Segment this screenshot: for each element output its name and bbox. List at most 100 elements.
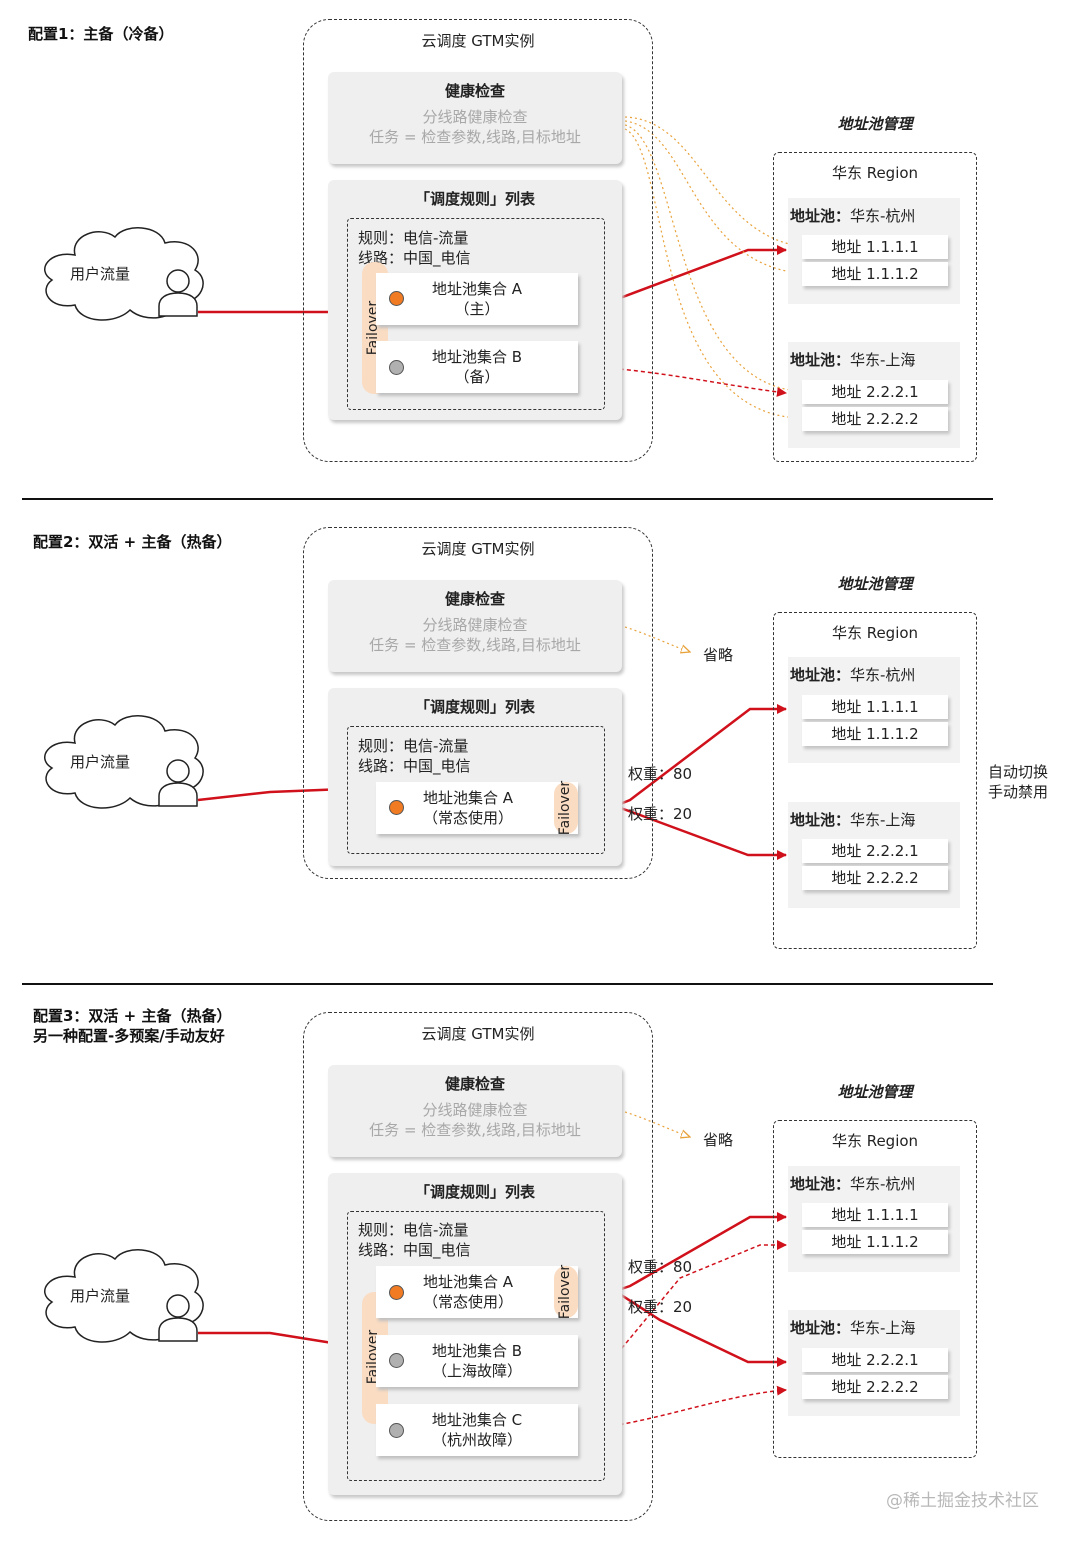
user-traffic-label-3: 用户流量 bbox=[70, 1287, 131, 1305]
pool-set-a[interactable]: 地址池集合 A （常态使用） bbox=[376, 782, 578, 834]
pool-set-name: 地址池集合 A bbox=[422, 789, 514, 807]
pool-mgr-title-1: 地址池管理 bbox=[837, 115, 913, 133]
user-traffic-label-2: 用户流量 bbox=[70, 753, 131, 771]
address-item[interactable]: 地址 1.1.1.1 bbox=[802, 695, 948, 719]
section-1-title: 配置1：主备（冷备） bbox=[28, 25, 174, 43]
pool-manager-3: 华东 Region bbox=[773, 1120, 977, 1458]
arrow-set-c-to-sh2 bbox=[577, 1385, 787, 1431]
pool-set-note: （常态使用） bbox=[422, 1293, 513, 1311]
rule-name: 规则：电信-流量 bbox=[358, 229, 469, 247]
health-line-1: 分线路健康检查 bbox=[422, 108, 528, 126]
address-item[interactable]: 地址 1.1.1.2 bbox=[802, 722, 948, 746]
pool-set-c[interactable]: 地址池集合 C （杭州故障） bbox=[376, 1404, 578, 1456]
arrow-user-to-rule-2 bbox=[197, 784, 346, 802]
pool-manager-1: 华东 Region bbox=[773, 152, 977, 462]
health-line-2: 任务 = 检查参数,线路,目标地址 bbox=[369, 128, 581, 146]
address-item[interactable]: 地址 2.2.2.2 bbox=[802, 407, 948, 431]
backup-dot bbox=[389, 360, 404, 375]
failover-label-2: Failover bbox=[557, 780, 573, 836]
rule-name: 规则：电信-流量 bbox=[358, 737, 469, 755]
omit-label-2: 省略 bbox=[703, 646, 734, 664]
health-line-1: 分线路健康检查 bbox=[422, 1101, 528, 1119]
pool-manager-2: 华东 Region bbox=[773, 612, 977, 949]
rules-title: 「调度规则」列表 bbox=[414, 698, 535, 716]
rule-box-2 bbox=[347, 726, 605, 854]
health-check-arrow-3 bbox=[624, 1111, 690, 1137]
pool-set-name: 地址池集合 C bbox=[431, 1411, 523, 1429]
address-item[interactable]: 地址 2.2.2.1 bbox=[802, 380, 948, 404]
separator-2 bbox=[22, 983, 993, 985]
backup-dot bbox=[389, 1423, 404, 1438]
pool-set-name: 地址池集合 A bbox=[422, 1273, 514, 1291]
region-label: 华东 Region bbox=[831, 624, 919, 642]
pool-name: 地址池：华东-杭州 bbox=[790, 1175, 916, 1193]
pool-mgr-title-3: 地址池管理 bbox=[837, 1083, 913, 1101]
gtm-title: 云调度 GTM实例 bbox=[421, 540, 535, 558]
weight-20-label: 权重：20 bbox=[628, 1298, 693, 1316]
pool-set-note: （备） bbox=[454, 368, 500, 386]
health-check-1: 健康检查 分线路健康检查 任务 = 检查参数,线路,目标地址 bbox=[328, 72, 622, 164]
arrow-weight-20-3 bbox=[614, 1289, 787, 1367]
pool-set-b[interactable]: 地址池集合 B （备） bbox=[376, 341, 578, 393]
rule-route: 线路：中国_电信 bbox=[358, 1241, 471, 1259]
health-title: 健康检查 bbox=[444, 82, 505, 100]
pool-name: 地址池：华东-上海 bbox=[790, 811, 916, 829]
weight-20-label: 权重：20 bbox=[628, 805, 693, 823]
failover-band-3b bbox=[554, 1266, 578, 1318]
pool-set-name: 地址池集合 A bbox=[431, 280, 523, 298]
weight-80-label: 权重：80 bbox=[628, 1258, 693, 1276]
region-label: 华东 Region bbox=[831, 164, 919, 182]
health-title: 健康检查 bbox=[444, 1075, 505, 1093]
pool-set-note: （上海故障） bbox=[431, 1362, 522, 1380]
health-check-arrows-1 bbox=[624, 116, 798, 418]
region-label: 华东 Region bbox=[831, 1132, 919, 1150]
pool-set-name: 地址池集合 B bbox=[431, 348, 523, 366]
address-item[interactable]: 地址 2.2.2.1 bbox=[802, 1348, 948, 1372]
rule-line: 规则：电信-流量 线路：中国_电信 bbox=[358, 228, 471, 268]
health-line-1: 分线路健康检查 bbox=[422, 616, 528, 634]
pool-name: 地址池：华东-上海 bbox=[790, 351, 916, 369]
address-item[interactable]: 地址 1.1.1.1 bbox=[802, 235, 948, 259]
rules-list-2: 「调度规则」列表 bbox=[328, 688, 622, 866]
pool-mgr-title-2: 地址池管理 bbox=[837, 575, 913, 593]
address-item[interactable]: 地址 1.1.1.1 bbox=[802, 1203, 948, 1227]
backup-dot bbox=[389, 1353, 404, 1368]
pool-set-name: 地址池集合 B bbox=[431, 1342, 523, 1360]
rule-route: 线路：中国_电信 bbox=[358, 249, 471, 267]
side-note: 自动切换 手动禁用 bbox=[988, 762, 1048, 802]
rule-line: 规则：电信-流量 线路：中国_电信 bbox=[358, 736, 471, 776]
side-note-manual: 手动禁用 bbox=[988, 783, 1049, 801]
pool-set-b[interactable]: 地址池集合 B （上海故障） bbox=[376, 1335, 578, 1387]
health-line-2: 任务 = 检查参数,线路,目标地址 bbox=[369, 1121, 581, 1139]
health-check-arrow-2 bbox=[624, 626, 690, 652]
address-item[interactable]: 地址 2.2.2.1 bbox=[802, 839, 948, 863]
rule-route: 线路：中国_电信 bbox=[358, 757, 471, 775]
pool-set-a[interactable]: 地址池集合 A （常态使用） bbox=[376, 1266, 578, 1318]
section-3-title-line-2: 另一种配置-多预案/手动友好 bbox=[33, 1027, 225, 1045]
weight-80-label: 权重：80 bbox=[628, 765, 693, 783]
separator-1 bbox=[22, 498, 993, 500]
section-3-title-line-1: 配置3：双活 + 主备（热备） bbox=[33, 1007, 232, 1025]
section-2-title: 配置2：双活 + 主备（热备） bbox=[33, 533, 232, 551]
rule-box-3 bbox=[347, 1211, 605, 1481]
pool-name: 地址池：华东-杭州 bbox=[790, 666, 916, 684]
rules-title: 「调度规则」列表 bbox=[414, 1183, 535, 1201]
address-item[interactable]: 地址 2.2.2.2 bbox=[802, 1375, 948, 1399]
rules-title: 「调度规则」列表 bbox=[414, 190, 535, 208]
address-item[interactable]: 地址 1.1.1.2 bbox=[802, 1230, 948, 1254]
address-item[interactable]: 地址 1.1.1.2 bbox=[802, 262, 948, 286]
primary-dot bbox=[389, 800, 404, 815]
rule-name: 规则：电信-流量 bbox=[358, 1221, 469, 1239]
arrow-user-to-rule-3 bbox=[198, 1331, 346, 1349]
gtm-instance-1: 云调度 GTM实例 bbox=[303, 19, 653, 462]
gtm-title: 云调度 GTM实例 bbox=[421, 32, 535, 50]
failover-band-2 bbox=[554, 782, 578, 834]
pool-set-note: （常态使用） bbox=[422, 809, 513, 827]
omit-label-3: 省略 bbox=[703, 1131, 734, 1149]
failover-label-3b: Failover bbox=[557, 1264, 573, 1320]
section-3-title: 配置3：双活 + 主备（热备） 另一种配置-多预案/手动友好 bbox=[33, 1006, 231, 1046]
pool-set-a[interactable]: 地址池集合 A （主） bbox=[376, 273, 578, 325]
health-check-3: 健康检查 分线路健康检查 任务 = 检查参数,线路,目标地址 bbox=[328, 1065, 622, 1157]
address-item[interactable]: 地址 2.2.2.2 bbox=[802, 866, 948, 890]
gtm-instance-2: 云调度 GTM实例 bbox=[303, 527, 653, 879]
